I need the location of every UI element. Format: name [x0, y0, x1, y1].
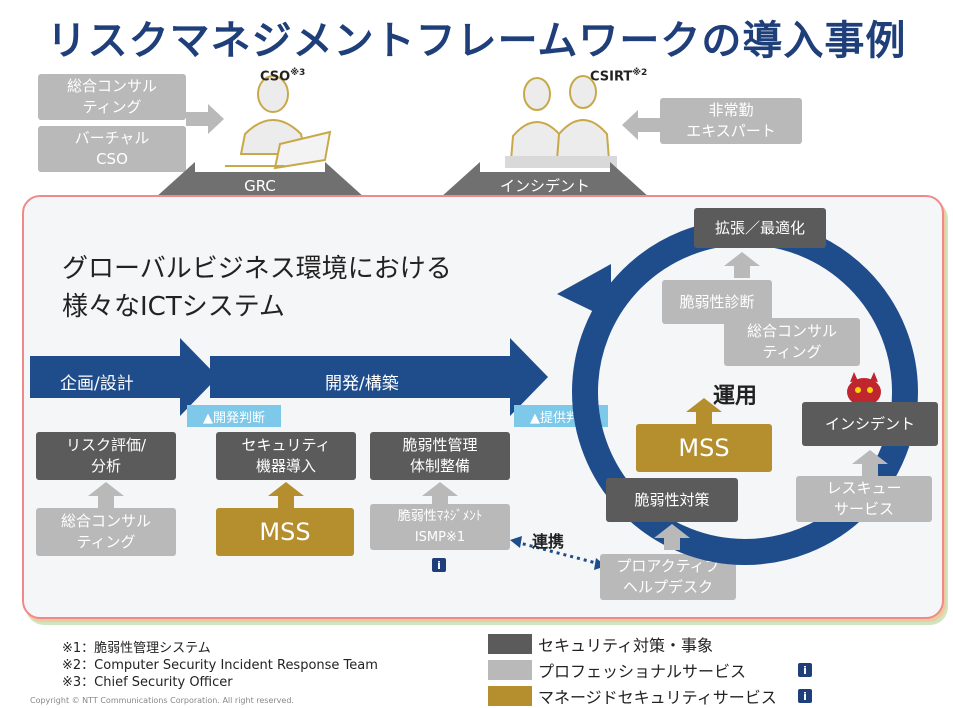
rescue-service-box: レスキュー サービス	[796, 476, 932, 522]
arrow-up-icon	[654, 524, 690, 550]
csirt-team-icon	[505, 75, 617, 168]
plan-arrow	[30, 338, 218, 416]
proactive-helpdesk-box: プロアクティブ ヘルプデスク	[600, 554, 736, 600]
consulting-box-top: 総合コンサル ティング	[38, 74, 186, 120]
cso-person-icon	[225, 75, 332, 170]
vuln-diagnosis-box: 脆弱性診断	[662, 280, 772, 324]
footnote-1: ※1：脆弱性管理システム	[62, 641, 211, 656]
legend-swatch-dark	[488, 634, 532, 654]
legend-swatch-light	[488, 660, 532, 680]
incident-monster-icon	[847, 372, 881, 406]
incident-box: インシデント	[802, 402, 938, 446]
arrow-right-icon	[186, 104, 224, 134]
legend: セキュリティ対策・事象 プロフェッショナルサービス i マネージドセキュリティサ…	[488, 632, 812, 708]
legend-item: マネージドセキュリティサービス i	[488, 684, 812, 708]
info-icon[interactable]: i	[432, 558, 446, 572]
operation-label: 運用	[713, 384, 758, 409]
vuln-mgmt-box: 脆弱性管理 体制整備	[370, 432, 510, 480]
build-arrow	[210, 338, 548, 416]
footnote-2: ※2：Computer Security Incident Response T…	[62, 658, 378, 673]
consulting-bottom-box: 総合コンサル ティング	[36, 508, 176, 556]
legend-label: セキュリティ対策・事象	[538, 636, 714, 655]
expert-box: 非常勤 エキスパート	[660, 98, 802, 144]
virtual-cso-box: バーチャル CSO	[38, 126, 186, 172]
cso-label: CSO※3	[260, 68, 306, 85]
consulting-cycle-box: 総合コンサル ティング	[724, 318, 860, 366]
vuln-measure-box: 脆弱性対策	[606, 478, 738, 522]
arrow-up-icon	[422, 482, 458, 508]
panel-heading-line2: 様々なICTシステム	[62, 292, 285, 322]
security-install-box: セキュリティ 機器導入	[216, 432, 356, 480]
copyright: Copyright © NTT Communications Corporati…	[30, 696, 294, 705]
build-label: 開発/構築	[325, 374, 399, 394]
legend-label: プロフェッショナルサービス	[538, 662, 747, 681]
footnotes: ※1：脆弱性管理システム ※2：Computer Security Incide…	[62, 640, 378, 691]
info-icon[interactable]: i	[798, 663, 812, 677]
page-title: リスクマネジメントフレームワークの導入事例	[46, 18, 907, 64]
csirt-label: CSIRT※2	[590, 68, 648, 85]
panel-heading-line1: グローバルビジネス環境における	[62, 254, 452, 284]
info-icon[interactable]: i	[798, 689, 812, 703]
footnote-3: ※3：Chief Security Officer	[62, 675, 233, 690]
renkei-label: 連携	[532, 532, 565, 551]
risk-eval-box: リスク評価/ 分析	[36, 432, 176, 480]
arrow-up-icon	[852, 450, 888, 476]
legend-item: セキュリティ対策・事象	[488, 632, 812, 656]
legend-item: プロフェッショナルサービス i	[488, 658, 812, 682]
mss-box-cycle: MSS	[636, 424, 772, 472]
legend-swatch-gold	[488, 686, 532, 706]
dev-decision-badge: ▲開発判断	[187, 405, 281, 427]
arrow-up-icon	[268, 482, 304, 508]
arrow-up-icon	[724, 252, 760, 278]
arrow-up-icon	[686, 398, 722, 424]
mss-box-left: MSS	[216, 508, 354, 556]
ismp-box: 脆弱性ﾏﾈｼﾞﾒﾝﾄ ISMP※1	[370, 504, 510, 550]
plan-label: 企画/設計	[60, 374, 134, 394]
expand-optimize-box: 拡張／最適化	[694, 208, 826, 248]
arrow-left-icon	[622, 110, 660, 140]
arrow-up-icon	[88, 482, 124, 508]
legend-label: マネージドセキュリティサービス	[538, 688, 777, 707]
